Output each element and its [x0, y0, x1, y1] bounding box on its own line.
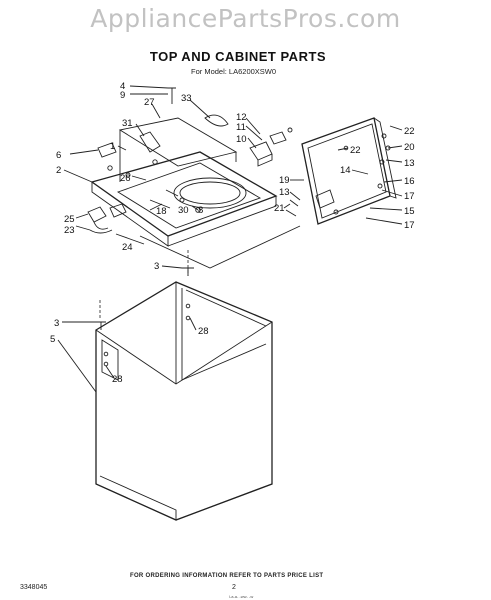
callout-3-upper: 3 [154, 261, 159, 272]
bracket-parts-left [87, 203, 127, 234]
callout-19: 19 [279, 175, 290, 186]
cabinet [95, 267, 273, 521]
callout-11: 11 [236, 122, 246, 133]
callout-24: 24 [122, 242, 133, 253]
watermark: AppliancePartsPros.com [90, 4, 401, 33]
callout-33: 33 [181, 93, 192, 104]
callout-14: 14 [340, 165, 351, 176]
callout-2: 2 [56, 165, 61, 176]
callout-30: 30 [178, 205, 189, 216]
model-number: For Model: LA6200XSW0 [191, 67, 277, 76]
callout-18: 18 [156, 206, 167, 217]
callout-27: 27 [144, 97, 155, 108]
callout-31: 31 [122, 118, 133, 129]
callout-28-upper: 28 [198, 326, 209, 337]
callout-leaders [57, 85, 403, 393]
callout-1: 1 [110, 141, 115, 152]
top-panel [90, 87, 278, 247]
document-number: 3348045 [20, 584, 48, 591]
callout-12: 12 [236, 112, 247, 123]
ordering-info-note: FOR ORDERING INFORMATION REFER TO PARTS … [130, 573, 324, 579]
print-code: l-a-a- -ww- -w [229, 594, 254, 599]
callout-13-right: 13 [404, 158, 415, 169]
callout-28-lower: 28 [112, 374, 123, 385]
callout-25: 25 [64, 214, 75, 225]
diagram-title: TOP AND CABINET PARTS [149, 49, 327, 64]
callout-26: 26 [120, 173, 131, 184]
callout-3-lower: 3 [54, 318, 59, 329]
callout-8: 8 [198, 205, 203, 216]
callout-15: 15 [404, 206, 415, 217]
callout-20: 20 [404, 142, 415, 153]
callout-10: 10 [236, 134, 247, 145]
callout-4: 4 [120, 81, 125, 92]
assembly-leader-lines [99, 225, 301, 320]
callout-5: 5 [50, 334, 55, 345]
callout-labels: 4 9 27 33 31 1 6 2 26 18 30 8 25 23 24 1… [50, 81, 415, 385]
callout-6: 6 [56, 150, 61, 161]
callout-21: 21 [274, 203, 285, 214]
callout-23: 23 [64, 225, 75, 236]
callout-9: 9 [120, 90, 125, 101]
callout-17-upper: 17 [404, 191, 415, 202]
page-number: 2 [232, 584, 236, 591]
callout-16: 16 [404, 176, 415, 187]
callout-22-lower: 22 [350, 145, 361, 156]
callout-17-lower: 17 [404, 220, 415, 231]
callout-13-left: 13 [279, 187, 290, 198]
callout-22-upper: 22 [404, 126, 415, 137]
lid-switch [249, 127, 293, 167]
